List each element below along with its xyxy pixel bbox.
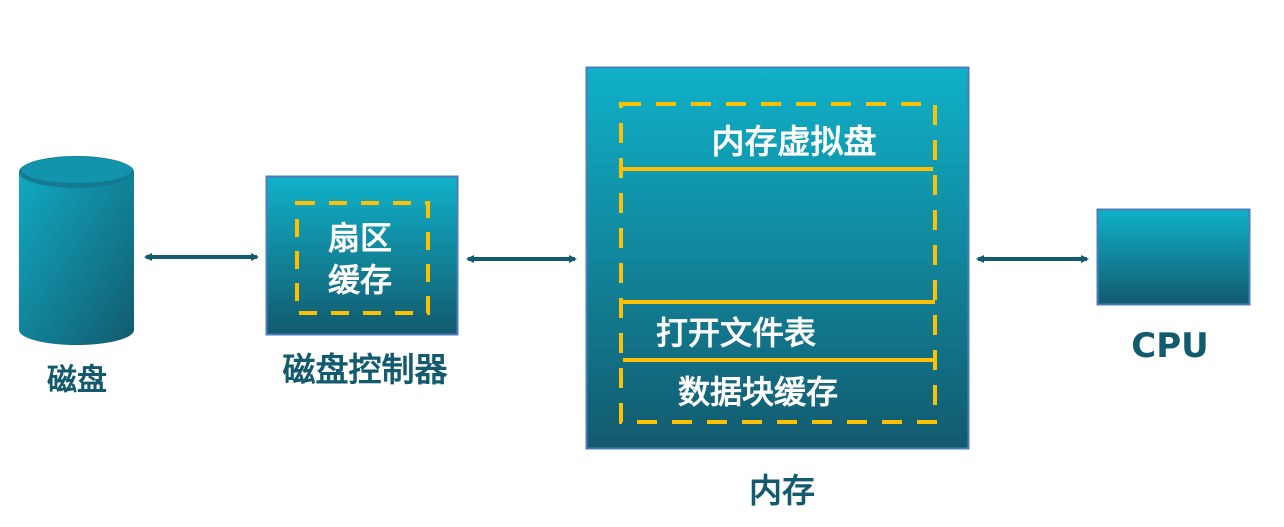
disk-controller-label: 磁盘控制器 xyxy=(283,350,449,389)
cpu-box xyxy=(1096,208,1251,306)
memory-box: 内存虚拟盘 打开文件表 数据块缓存 xyxy=(585,66,970,450)
memory-cache-region xyxy=(619,102,937,424)
sector-cache-region xyxy=(295,201,430,315)
cpu-label: CPU xyxy=(1131,326,1208,366)
ram-disk-label: 内存虚拟盘 xyxy=(712,122,877,161)
memory-label: 内存 xyxy=(749,471,815,510)
disk-cylinder xyxy=(19,156,134,345)
sector-cache-label-line1: 扇区 xyxy=(328,219,392,257)
disk-controller-box: 扇区 缓存 xyxy=(265,175,459,336)
disk-label: 磁盘 xyxy=(47,363,107,398)
sector-cache-label-line2: 缓存 xyxy=(328,261,392,299)
open-file-table-label: 打开文件表 xyxy=(656,314,816,352)
block-cache-label: 数据块缓存 xyxy=(678,373,838,411)
